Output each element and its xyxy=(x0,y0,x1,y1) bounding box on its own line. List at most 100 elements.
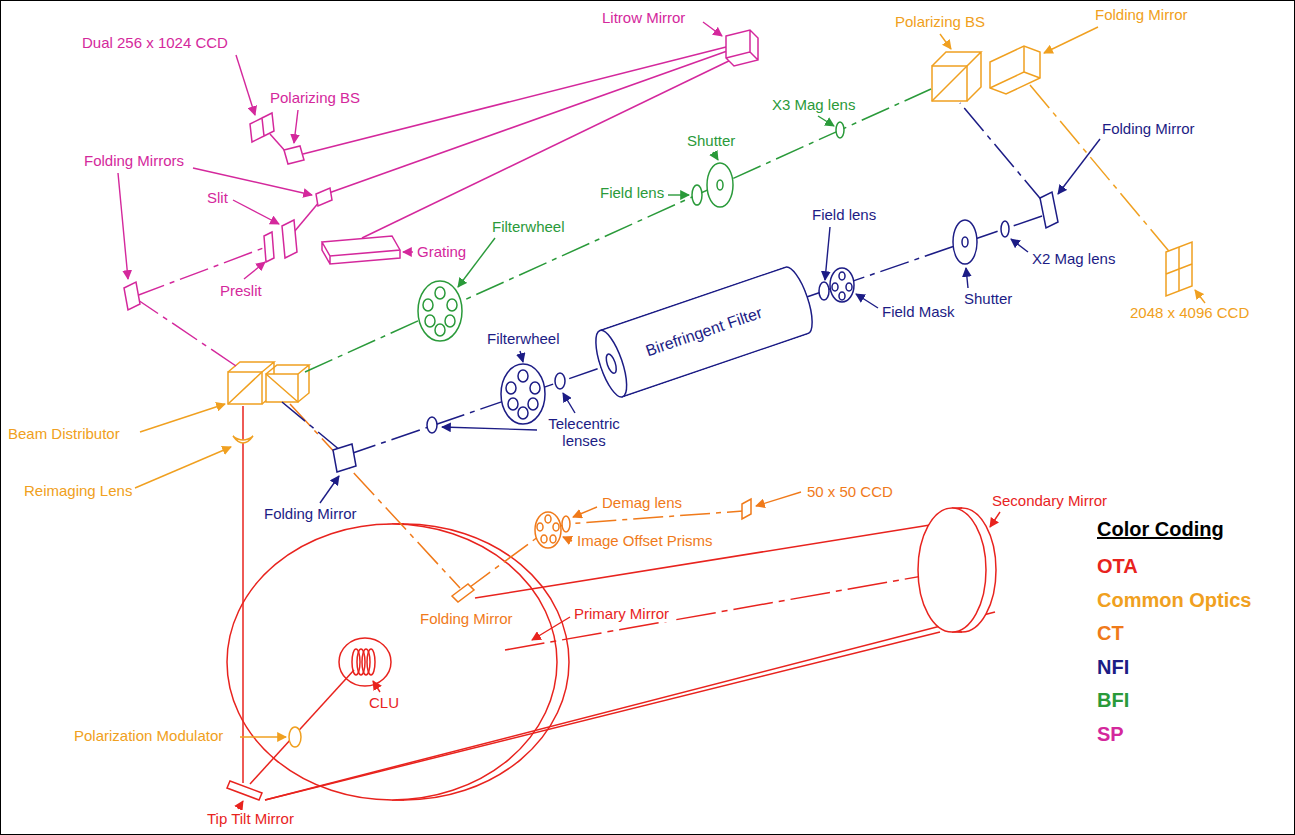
clu-coil xyxy=(367,649,375,675)
part-label: Filterwheel xyxy=(485,330,562,347)
leader-line xyxy=(373,681,380,692)
shutter-hole xyxy=(717,180,723,190)
shutter-hole xyxy=(962,237,968,247)
beam-line xyxy=(270,134,286,152)
field-lens xyxy=(819,282,829,300)
wheel-hole xyxy=(435,324,445,336)
legend-entry: SP xyxy=(1095,723,1126,746)
wheel-hole xyxy=(541,535,547,543)
folding-mirror-edges xyxy=(990,46,1040,88)
telecentric-lens xyxy=(555,373,565,389)
x2-mag-lens xyxy=(1001,221,1009,237)
wheel-hole xyxy=(530,382,540,394)
wheel-hole xyxy=(518,407,528,419)
legend-entry: Common Optics xyxy=(1095,589,1253,612)
leader-line xyxy=(713,152,718,160)
legend-entry: BFI xyxy=(1095,689,1131,712)
leader-line xyxy=(135,447,231,488)
legend-text: BFI xyxy=(1097,689,1129,711)
part-label: Dual 256 x 1024 CCD xyxy=(80,34,230,51)
beam-line xyxy=(290,404,460,588)
beam-line xyxy=(242,406,244,783)
beam-line xyxy=(347,215,1045,455)
wheel-hole xyxy=(550,535,556,543)
leader-line xyxy=(756,492,801,506)
folding-mirror xyxy=(333,444,356,472)
part-label: Telecentric lenses xyxy=(540,415,628,450)
beam-line xyxy=(265,632,940,800)
leader-line xyxy=(294,110,298,143)
leader-line xyxy=(532,617,570,640)
leader-line xyxy=(118,173,128,279)
part-label: Shutter xyxy=(962,290,1014,307)
cylinder-end xyxy=(590,326,633,399)
leader-line xyxy=(403,251,413,252)
legend-text: CT xyxy=(1097,622,1124,644)
beam-distributor-edges xyxy=(266,365,309,402)
wheel-hole xyxy=(553,523,559,531)
legend-text: NFI xyxy=(1097,656,1129,678)
beam-line xyxy=(466,511,743,590)
wheel-hole xyxy=(425,315,435,327)
beam-line xyxy=(250,670,354,784)
part-label: 2048 x 4096 CCD xyxy=(1128,304,1251,321)
leader-line xyxy=(238,801,243,809)
leader-line xyxy=(1058,139,1100,194)
folding-mirror xyxy=(452,584,474,602)
part-label: Demag lens xyxy=(600,494,684,511)
part-label: Folding Mirrors xyxy=(82,152,186,169)
part-label: Polarizing BS xyxy=(268,89,362,106)
ccd-grid xyxy=(1166,247,1192,291)
leader-line xyxy=(1195,290,1205,303)
part-label: Tip Tilt Mirror xyxy=(205,810,296,827)
field-lens xyxy=(692,185,702,205)
beam-line xyxy=(265,612,995,800)
common-optics xyxy=(228,46,1192,747)
beam-line xyxy=(362,58,735,238)
wheel-hole xyxy=(506,382,516,394)
telecentric-lens xyxy=(427,417,437,433)
beam-line xyxy=(303,46,730,154)
part-label: Folding Mirror xyxy=(262,505,359,522)
wheel-hole xyxy=(528,398,538,410)
field-mask xyxy=(830,268,854,302)
part-label: Image Offset Prisms xyxy=(575,532,715,549)
optical-axis xyxy=(505,572,945,650)
wheel-hole xyxy=(518,370,528,382)
folding-mirror xyxy=(990,46,1040,94)
secondary-mirror xyxy=(918,508,986,632)
filterwheel xyxy=(418,281,462,341)
litrow-mirror xyxy=(726,30,758,66)
part-label: Polarizing BS xyxy=(893,13,987,30)
cylinder-body xyxy=(600,263,819,396)
folding-mirror xyxy=(316,188,332,206)
leader-line xyxy=(233,200,279,224)
part-label: Folding Mirror xyxy=(418,610,515,627)
primary-mirror xyxy=(227,524,557,800)
leader-line xyxy=(520,351,523,362)
reimaging-lens xyxy=(233,436,253,443)
ccd-50 xyxy=(742,499,751,519)
leader-line xyxy=(140,404,225,432)
polarizing-beam-splitter-edges xyxy=(932,52,981,101)
leader-line xyxy=(856,294,878,308)
ota-optics xyxy=(227,406,996,800)
wheel-hole xyxy=(839,292,845,300)
legend-entry: OTA xyxy=(1095,555,1140,578)
leader-line xyxy=(320,476,339,503)
polarizing-beam-splitter xyxy=(284,146,304,164)
part-label: Folding Mirror xyxy=(1093,6,1190,23)
leader-line xyxy=(825,227,830,280)
nfi-optics xyxy=(282,103,1058,472)
beam-line xyxy=(326,50,730,194)
leader-line xyxy=(818,116,834,126)
ct-optics xyxy=(290,404,751,602)
folding-mirror xyxy=(1040,192,1058,228)
leader-line xyxy=(236,55,255,115)
slit xyxy=(282,220,297,258)
leader-line xyxy=(244,262,265,279)
wheel-hole xyxy=(508,398,518,410)
wheel-hole xyxy=(423,299,433,311)
